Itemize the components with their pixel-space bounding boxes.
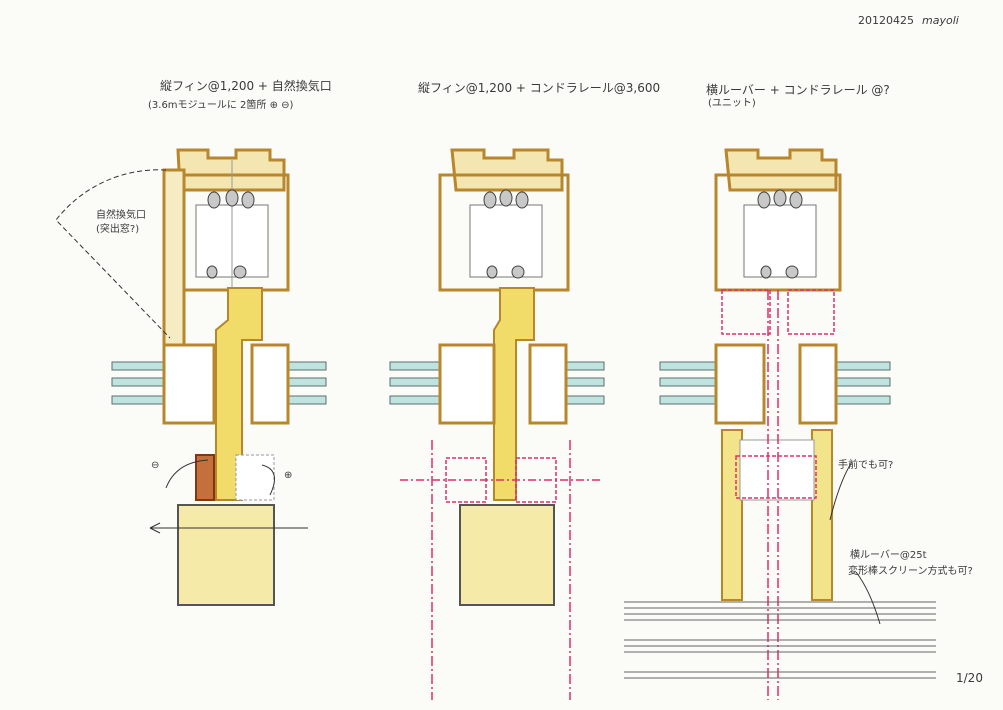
- scale-label: 1/20: [956, 671, 983, 685]
- vent-sublabel: (突出窓?): [96, 222, 139, 235]
- author-signature: mayoli: [922, 14, 959, 27]
- detail-3-subtitle: (ユニット): [708, 98, 756, 109]
- detail-1-title: 縦フィン@1,200 + 自然換気口: [160, 78, 332, 93]
- louver-note-line2: 変形棒スクリーン方式も可?: [848, 564, 973, 577]
- louver-note-line1: 横ルーバー@25t: [850, 548, 927, 561]
- detail-1-section: 自然換気口 (突出窓?) ⊖ ⊕: [55, 148, 327, 606]
- vent-swing-arc: [55, 169, 171, 339]
- detail-2-section: [389, 148, 605, 700]
- vent-label: 自然換気口: [96, 208, 146, 221]
- detail-3-section: 手前でも可? 横ルーバー@25t 変形棒スクリーン方式も可?: [624, 148, 973, 700]
- louver-hatching: [624, 601, 936, 679]
- date-stamp: 20120425: [858, 14, 914, 27]
- detail-2-title: 縦フィン@1,200 + コンドラレール@3,600: [418, 81, 660, 95]
- detail-1-subtitle: (3.6mモジュールに 2箇所 ⊕ ⊖): [148, 98, 294, 111]
- detail-3-title: 横ルーバー + コンドラレール @?: [706, 83, 890, 97]
- plus-mark: ⊕: [284, 470, 292, 481]
- minus-mark: ⊖: [151, 460, 159, 471]
- hand-note: 手前でも可?: [838, 458, 893, 471]
